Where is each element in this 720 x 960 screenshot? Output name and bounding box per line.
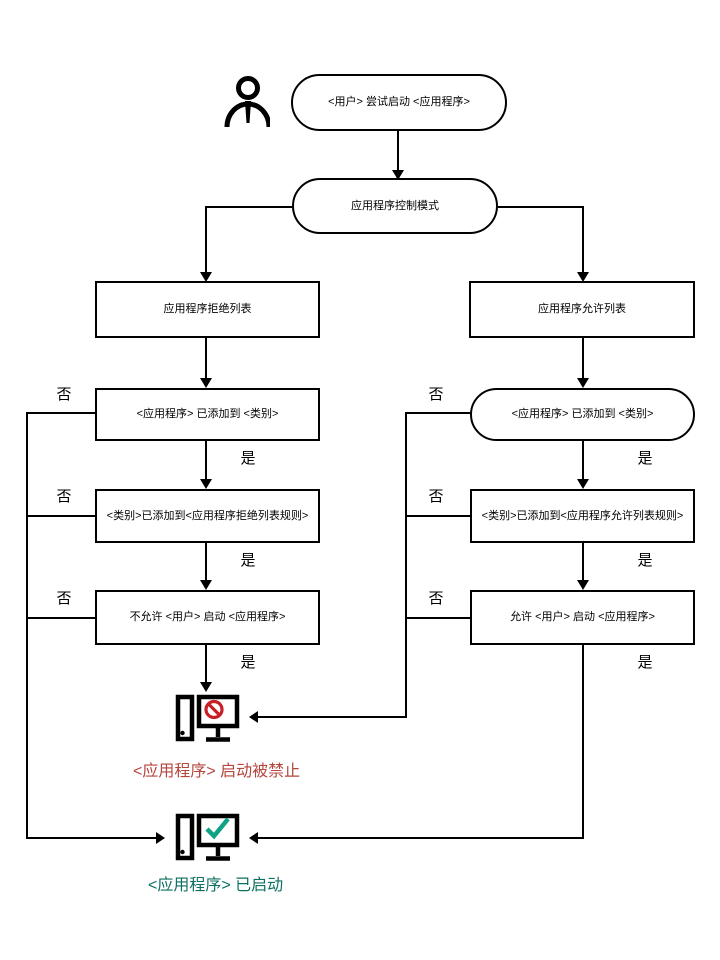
node-user-starts-app-label: <用户> 尝试启动 <应用程序> xyxy=(328,96,470,109)
branch-yes-label: 是 xyxy=(240,654,256,671)
node-user-starts-app: <用户> 尝试启动 <应用程序> xyxy=(291,74,507,131)
node-allow-added-to-category-label: <应用程序> 已添加到 <类别> xyxy=(511,408,654,421)
tie-icon xyxy=(245,101,251,123)
branch-no-label: 否 xyxy=(56,590,72,607)
branch-no-label: 否 xyxy=(428,590,444,607)
branch-no-label: 否 xyxy=(428,488,444,505)
checkmark-icon xyxy=(205,817,230,840)
arrowheads xyxy=(156,170,589,844)
prohibition-icon xyxy=(204,699,224,720)
node-control-mode-label: 应用程序控制模式 xyxy=(351,199,439,212)
node-deny-category-in-rules: <类别>已添加到<应用程序拒绝列表规则> xyxy=(95,489,320,543)
branch-yes-label: 是 xyxy=(240,450,256,467)
blocked-result-text: <应用程序> 启动被禁止 xyxy=(133,763,301,780)
node-denylist: 应用程序拒绝列表 xyxy=(95,281,320,338)
branch-yes-label: 是 xyxy=(240,552,256,569)
branch-yes-label: 是 xyxy=(637,654,653,671)
node-allow-user-allowed-label: 允许 <用户> 启动 <应用程序> xyxy=(510,611,655,624)
branch-no-label: 否 xyxy=(56,488,72,505)
node-deny-added-to-category: <应用程序> 已添加到 <类别> xyxy=(95,388,320,441)
branch-yes-label: 是 xyxy=(637,552,653,569)
computer-blocked-icon xyxy=(175,694,240,742)
node-control-mode: 应用程序控制模式 xyxy=(292,178,498,234)
person-icon xyxy=(224,76,270,128)
branch-no-label: 否 xyxy=(56,386,72,403)
node-allow-added-to-category: <应用程序> 已添加到 <类别> xyxy=(470,388,695,441)
node-denylist-label: 应用程序拒绝列表 xyxy=(163,303,252,316)
node-allowlist: 应用程序允许列表 xyxy=(469,281,695,338)
connector-lines xyxy=(26,131,584,839)
computer-started-icon xyxy=(175,813,240,861)
node-deny-user-not-allowed: 不允许 <用户> 启动 <应用程序> xyxy=(95,590,320,645)
node-allow-user-allowed: 允许 <用户> 启动 <应用程序> xyxy=(470,590,695,645)
node-deny-user-not-allowed-label: 不允许 <用户> 启动 <应用程序> xyxy=(129,611,286,624)
node-deny-category-in-rules-label: <类别>已添加到<应用程序拒绝列表规则> xyxy=(106,509,309,522)
node-allowlist-label: 应用程序允许列表 xyxy=(538,303,626,316)
node-allow-category-in-rules: <类别>已添加到<应用程序允许列表规则> xyxy=(470,489,695,543)
branch-yes-label: 是 xyxy=(637,450,653,467)
branch-no-label: 否 xyxy=(428,386,444,403)
node-allow-category-in-rules-label: <类别>已添加到<应用程序允许列表规则> xyxy=(481,509,684,522)
node-deny-added-to-category-label: <应用程序> 已添加到 <类别> xyxy=(136,408,279,421)
started-result-text: <应用程序> 已启动 xyxy=(148,877,284,894)
